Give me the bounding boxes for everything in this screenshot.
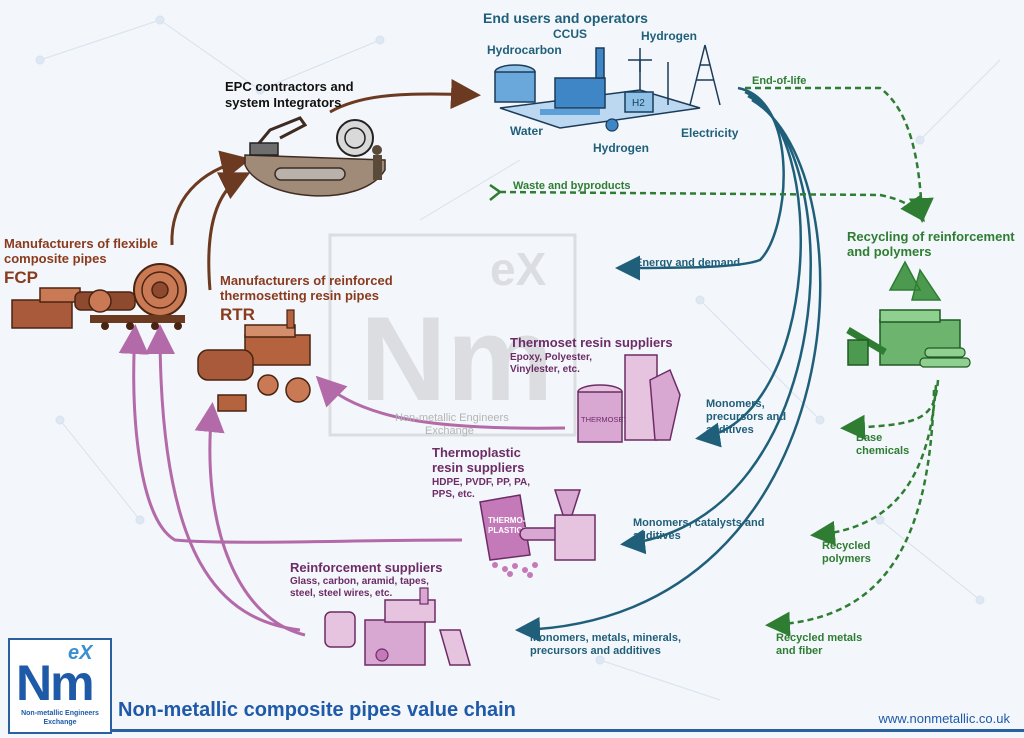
fcp-label-line1: Manufacturers of flexible bbox=[4, 236, 158, 251]
watermark-text-2: Exchange bbox=[425, 425, 474, 437]
thermoplastic-title2: resin suppliers bbox=[432, 460, 525, 475]
flow-end-of-life: End-of-life bbox=[752, 75, 807, 87]
thermoplastic-title1: Thermoplastic bbox=[432, 445, 521, 460]
reinforcement-line1: Glass, carbon, aramid, tapes, bbox=[290, 576, 429, 587]
reinforcement-plant-illustration bbox=[324, 587, 471, 666]
flow-monomers-catalysts-1: Monomers, catalysts and bbox=[633, 517, 765, 529]
thermoplastic-line2: PPS, etc. bbox=[432, 489, 475, 500]
logo-sub1: Non-metallic Engineers bbox=[21, 710, 99, 717]
logo-sup: eX bbox=[68, 642, 93, 664]
watermark-text-1: Non-metallic Engineers bbox=[395, 412, 509, 424]
arrow-recycled-metals bbox=[765, 389, 936, 637]
thermoplastic-plant-illustration: THERMO- PLASTICS bbox=[479, 489, 596, 578]
flow-monomers-metals-1: Monomers, metals, minerals, bbox=[530, 632, 681, 644]
fcp-label-line2: composite pipes bbox=[4, 251, 107, 266]
flow-base-chemicals-2: chemicals bbox=[856, 445, 910, 457]
svg-text:Nm: Nm bbox=[360, 292, 553, 426]
rtr-label-line1: Manufacturers of reinforced bbox=[220, 273, 393, 288]
arrow-fcp-to-epc bbox=[170, 150, 251, 246]
svg-text:eX: eX bbox=[490, 243, 547, 295]
flow-monomers-catalysts-2: additives bbox=[633, 530, 681, 542]
recycling-title-line1: Recycling of reinforcement bbox=[847, 229, 1015, 244]
flow-monomers-precursors-2: precursors and bbox=[706, 411, 787, 423]
arrow-waste-tail bbox=[489, 183, 503, 201]
flow-recycled-polymers-1: Recycled bbox=[822, 540, 871, 552]
arrow-reinforcement-to-fcp bbox=[145, 324, 301, 632]
epc-label-line2: system Integrators bbox=[225, 95, 342, 110]
flow-monomers-precursors-3: additives bbox=[706, 424, 754, 436]
fcp-factory-illustration bbox=[11, 263, 187, 330]
thermoset-line2: Vinylester, etc. bbox=[510, 364, 580, 375]
flow-base-chemicals-1: Base bbox=[856, 432, 883, 444]
arrow-to-thermoplastic bbox=[620, 94, 812, 555]
flow-recycled-polymers-2: polymers bbox=[822, 553, 871, 565]
thermoset-line1: Epoxy, Polyester, bbox=[510, 352, 593, 363]
logo-sub2: Exchange bbox=[43, 719, 77, 726]
thermoset-plant-illustration: THERMOSET bbox=[577, 354, 681, 443]
end-users-electricity: Electricity bbox=[681, 126, 739, 140]
rtr-factory-illustration bbox=[197, 309, 311, 412]
end-users-illustration: H2 bbox=[494, 44, 721, 132]
h2-symbol: H2 bbox=[632, 98, 645, 109]
fcp-abbr: FCP bbox=[4, 268, 38, 287]
arrow-epc-to-endusers bbox=[329, 79, 481, 114]
bag-label-2: PLASTICS bbox=[488, 526, 528, 535]
flow-waste: Waste and byproducts bbox=[513, 180, 631, 192]
reinforcement-title: Reinforcement suppliers bbox=[290, 560, 443, 575]
end-users-water: Water bbox=[510, 124, 543, 138]
watermark: Nm eX bbox=[328, 233, 577, 437]
background-network bbox=[35, 15, 1001, 701]
reinforcement-line2: steel, steel wires, etc. bbox=[290, 588, 393, 599]
site-url-link[interactable]: www.nonmetallic.co.uk bbox=[878, 711, 1011, 726]
logo-main: Nm bbox=[16, 655, 95, 711]
end-users-hydrogen-bottom: Hydrogen bbox=[593, 141, 650, 155]
end-users-ccus: CCUS bbox=[553, 27, 588, 41]
flow-energy-demand: Energy and demand bbox=[635, 257, 741, 269]
arrow-thermoplastic-to-fcp bbox=[118, 324, 463, 544]
arrow-thermoset-to-rtr bbox=[315, 375, 566, 430]
flow-recycled-metals-2: and fiber bbox=[776, 645, 823, 657]
flow-recycled-metals-1: Recycled metals bbox=[776, 632, 863, 644]
bag-label-1: THERMO- bbox=[488, 516, 526, 525]
rtr-abbr: RTR bbox=[220, 305, 255, 324]
thermoset-tank-label: THERMOSET bbox=[581, 415, 629, 424]
page-title: Non-metallic composite pipes value chain bbox=[118, 699, 516, 721]
end-users-title: End users and operators bbox=[483, 10, 648, 26]
end-users-hydrocarbon: Hydrocarbon bbox=[487, 43, 562, 57]
arrow-to-reinforcement bbox=[515, 98, 822, 642]
recycling-plant-illustration bbox=[846, 260, 971, 368]
end-users-hydrogen-top: Hydrogen bbox=[641, 29, 698, 43]
arrow-base-chemicals bbox=[840, 379, 940, 440]
nm-logo: eX Nm Non-metallic Engineers Exchange bbox=[8, 638, 112, 734]
arrow-waste bbox=[499, 190, 925, 223]
epc-construction-illustration bbox=[244, 116, 386, 197]
epc-label-line1: EPC contractors and bbox=[225, 79, 354, 94]
flow-monomers-metals-2: precursors and additives bbox=[530, 645, 661, 657]
footer-divider bbox=[110, 729, 1024, 732]
recycling-title-line2: and polymers bbox=[847, 244, 932, 259]
flow-monomers-precursors-1: Monomers, bbox=[706, 398, 765, 410]
arrow-rtr-to-epc bbox=[207, 172, 251, 291]
arrow-reinforcement-to-rtr bbox=[194, 402, 306, 637]
thermoset-title: Thermoset resin suppliers bbox=[510, 335, 673, 350]
thermoplastic-line1: HDPE, PVDF, PP, PA, bbox=[432, 477, 530, 488]
rtr-label-line2: thermosetting resin pipes bbox=[220, 288, 379, 303]
